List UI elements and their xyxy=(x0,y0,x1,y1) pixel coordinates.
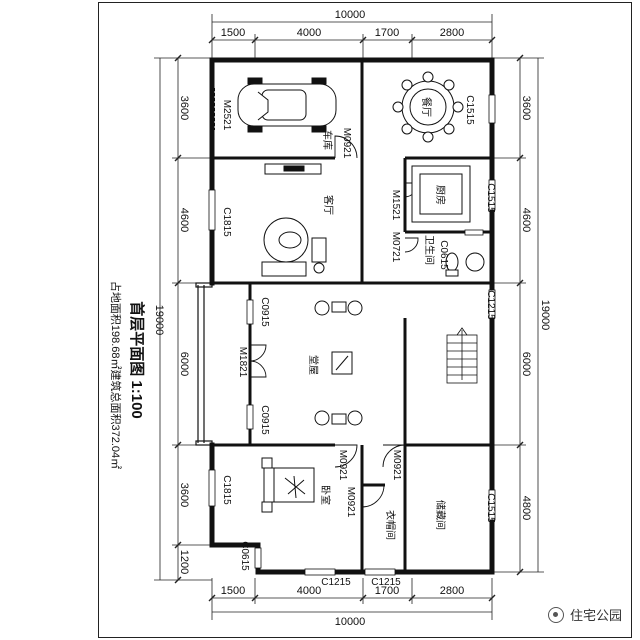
window-code: C1215 xyxy=(371,577,401,588)
room-label-living: 客厅 xyxy=(322,195,335,215)
right-seg-dim: 4600 xyxy=(520,208,532,232)
car-icon xyxy=(237,77,337,133)
room-label-hall: 堂屋 xyxy=(307,355,319,375)
bottom-total-dim: 10000 xyxy=(335,616,366,628)
top-seg-dim: 1500 xyxy=(221,27,245,39)
drawing-frame xyxy=(98,2,632,638)
top-seg-dim: 4000 xyxy=(297,27,321,39)
room-label-garage: 车库 xyxy=(321,130,334,150)
top-seg-dim: 1700 xyxy=(375,27,399,39)
left-seg-dim: 6000 xyxy=(178,352,190,376)
bottom-seg-dim: 1700 xyxy=(375,585,399,597)
room-label-bedroom: 卧室 xyxy=(319,485,332,505)
opening-codes: M2521 M0921 C1515 C1515 M1521 C1815 M072… xyxy=(221,95,496,588)
window-code: C0915 xyxy=(259,297,270,327)
tv-cabinet-icon xyxy=(264,163,322,175)
room-label-kitchen: 厨房 xyxy=(434,185,447,205)
door-code: M0921 xyxy=(345,487,356,518)
bottom-seg-dim: 4000 xyxy=(297,585,321,597)
right-dimensions: 19000 3600 4600 6000 4800 xyxy=(520,96,551,520)
watermark: 住宅公园 xyxy=(543,603,626,626)
window-code: C1515 xyxy=(464,95,475,125)
left-seg-dim: 3600 xyxy=(178,96,190,120)
top-total-dim: 10000 xyxy=(335,9,366,21)
window-code: C0615 xyxy=(239,541,250,571)
door-code: M1521 xyxy=(390,190,401,221)
room-label-storage: 储藏间 xyxy=(434,500,447,530)
plan-subtitle: 占地面积198.68㎡建筑总面积372.04㎡ xyxy=(109,281,123,469)
porch xyxy=(195,282,213,446)
left-dimensions: 19000 3600 4600 6000 3600 1200 xyxy=(153,96,190,574)
window-code: C0915 xyxy=(259,405,270,435)
window-code: C1815 xyxy=(221,207,232,237)
door-code: M2521 xyxy=(221,100,232,131)
toilet-icon xyxy=(445,252,485,277)
top-dimensions: 10000 1500 4000 1700 2800 xyxy=(221,9,464,39)
sofa-set-icon xyxy=(261,217,327,277)
door-code: M0921 xyxy=(391,450,402,481)
window-code: C1515 xyxy=(485,493,496,523)
top-seg-dim: 2800 xyxy=(440,27,464,39)
door-code: M0921 xyxy=(341,128,352,159)
right-seg-dim: 6000 xyxy=(520,352,532,376)
windows xyxy=(208,94,496,576)
door-code: M0921 xyxy=(337,450,348,481)
title-block: 首层平面图 1:100 占地面积198.68㎡建筑总面积372.04㎡ xyxy=(109,281,146,469)
wechat-logo-icon xyxy=(547,606,564,623)
right-total-dim: 19000 xyxy=(539,300,551,331)
window-code: C1215 xyxy=(321,577,351,588)
room-labels: 车库 餐厅 客厅 厨房 卫生间 堂屋 卧室 衣帽间 储藏间 xyxy=(307,97,447,540)
room-label-closet: 衣帽间 xyxy=(384,510,397,540)
watermark-text: 住宅公园 xyxy=(569,608,622,623)
dimension-lines xyxy=(154,14,544,620)
hall-furniture-icon xyxy=(314,300,363,426)
right-seg-dim: 3600 xyxy=(520,96,532,120)
door-code: M1821 xyxy=(237,347,248,378)
room-label-bathroom: 卫生间 xyxy=(423,235,436,265)
right-seg-dim: 4800 xyxy=(520,496,532,520)
left-seg-dim: 3600 xyxy=(178,483,190,507)
left-seg-dim: 1200 xyxy=(178,550,190,574)
dimension-ticks xyxy=(174,36,524,602)
bottom-seg-dim: 2800 xyxy=(440,585,464,597)
dining-table-icon xyxy=(392,71,464,143)
stair-icon xyxy=(446,327,478,384)
kitchen-counter-icon xyxy=(411,165,471,223)
window-code: C0615 xyxy=(438,240,449,270)
room-label-dining: 餐厅 xyxy=(420,97,433,117)
window-code: C1215 xyxy=(485,290,496,320)
window-code: C1815 xyxy=(221,475,232,505)
bottom-seg-dim: 1500 xyxy=(221,585,245,597)
left-seg-dim: 4600 xyxy=(178,208,190,232)
bed-icon xyxy=(261,457,315,513)
window-code: C1515 xyxy=(485,183,496,213)
plan-title: 首层平面图 1:100 xyxy=(128,301,146,419)
left-total-dim: 19000 xyxy=(153,305,165,336)
bottom-dimensions: 10000 1500 4000 1700 2800 xyxy=(221,585,464,628)
door-code: M0721 xyxy=(390,232,401,263)
